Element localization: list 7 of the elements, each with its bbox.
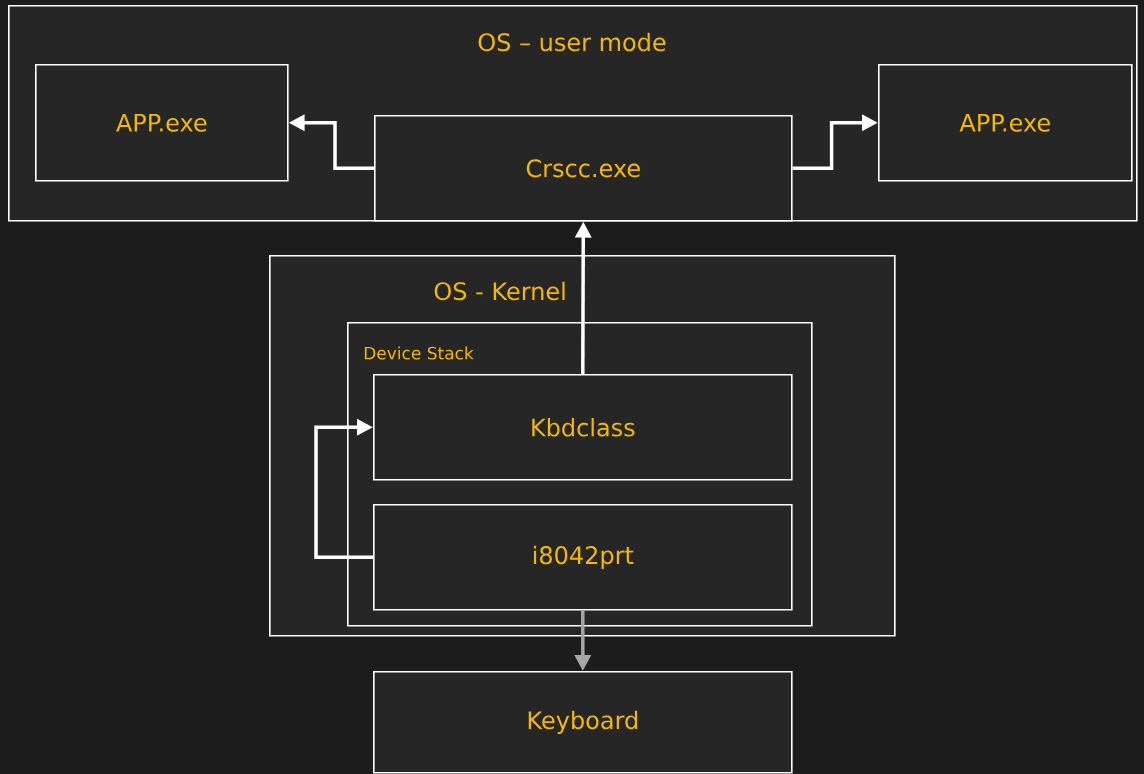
process-box: Keyboard (373, 671, 793, 774)
process-box: i8042prt (373, 504, 793, 611)
process-box: Crscc.exe (374, 115, 793, 222)
process-box: APP.exe (878, 64, 1133, 182)
arrow (314, 418, 373, 560)
process-box: APP.exe (35, 64, 289, 182)
process-box: Kbdclass (373, 374, 793, 481)
